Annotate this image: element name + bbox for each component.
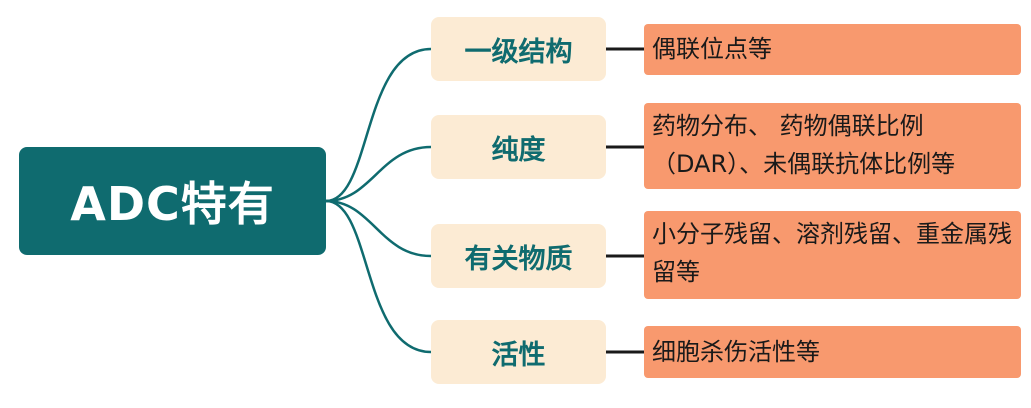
branch-node-purity: 纯度 [431,115,606,179]
root-node: ADC特有 [19,147,326,255]
branch-label: 纯度 [491,134,546,166]
detail-node-primary-structure: 偶联位点等 [644,24,1021,75]
detail-text: 细胞杀伤活性等 [652,338,820,366]
branch-node-activity: 活性 [431,320,606,384]
branch-label: 一级结构 [464,36,573,68]
detail-text: 偶联位点等 [652,35,772,63]
connector-root-to-branch-1 [325,47,432,203]
root-label: ADC特有 [70,177,275,231]
detail-node-activity: 细胞杀伤活性等 [644,326,1021,378]
connector-root-to-branch-4 [325,199,432,354]
branch-label: 活性 [491,339,546,371]
detail-text: 药物分布、 药物偶联比例（DAR）、未偶联抗体比例等 [652,112,956,178]
branch-node-primary-structure: 一级结构 [431,17,606,81]
connector-root-to-branch-2 [325,145,432,203]
connector-root-to-branch-3 [325,199,432,258]
detail-node-purity: 药物分布、 药物偶联比例（DAR）、未偶联抗体比例等 [644,103,1021,189]
detail-node-related-substances: 小分子残留、溶剂残留、重金属残留等 [644,211,1021,299]
detail-text: 小分子残留、溶剂残留、重金属残留等 [652,220,1012,286]
branch-label: 有关物质 [464,243,573,275]
branch-node-related-substances: 有关物质 [431,224,606,288]
